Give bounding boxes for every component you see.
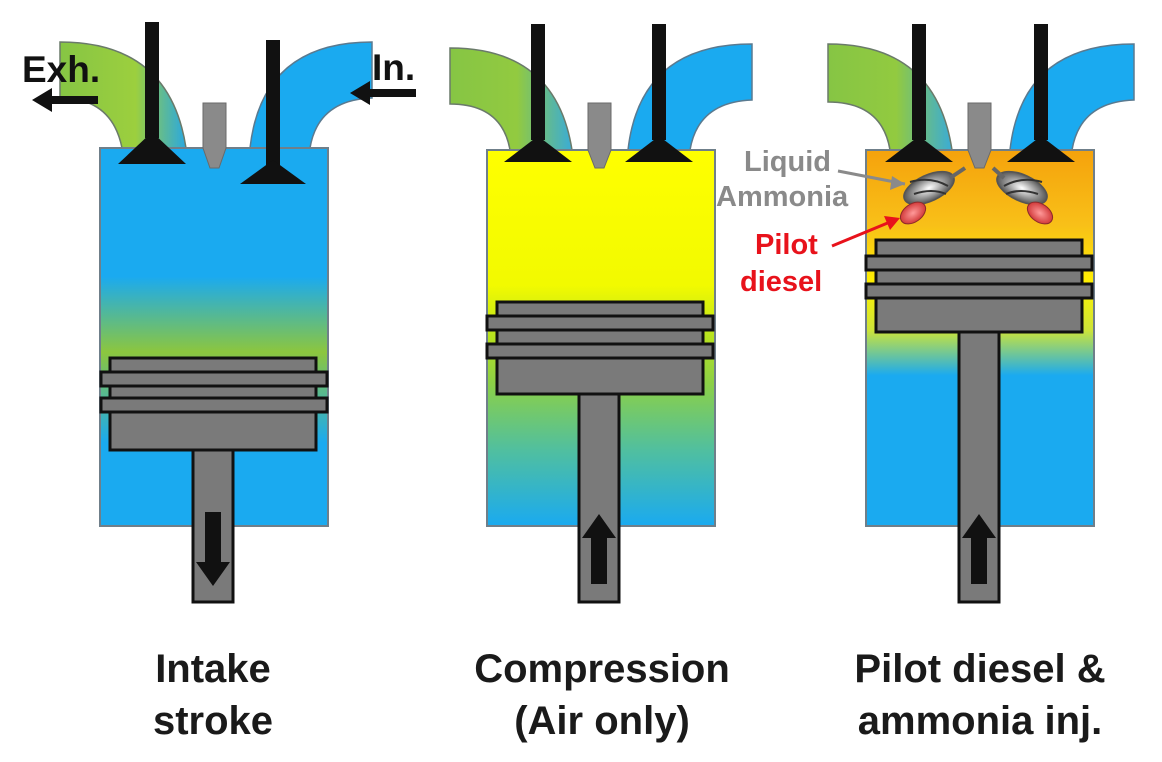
rod-arrow-up-icon <box>962 514 996 584</box>
rod-arrow-up-icon <box>582 514 616 584</box>
injector-nozzle <box>587 102 612 169</box>
panel-injection: Liquid Ammonia Pilot diesel <box>716 24 1135 604</box>
intake-valve-stem <box>266 40 280 168</box>
ammonia-spray-right <box>991 166 1054 225</box>
panel-intake: Exh. In. <box>22 22 416 604</box>
caption-compression-line2: (Air only) <box>514 699 690 743</box>
panel-compression <box>449 24 753 604</box>
ammonia-spray-left <box>899 166 967 225</box>
exhaust-valve-head <box>885 136 953 162</box>
piston <box>99 356 329 452</box>
label-intake: In. <box>372 47 415 88</box>
label-pilot-diesel-line1: Pilot <box>755 229 818 261</box>
injector-nozzle <box>202 102 227 169</box>
exhaust-valve-stem <box>531 24 545 140</box>
exhaust-valve-stem <box>145 22 159 138</box>
piston <box>864 238 1094 334</box>
caption-injection-line1: Pilot diesel & <box>854 647 1105 691</box>
intake-port <box>249 41 373 149</box>
exhaust-valve-head <box>118 132 186 164</box>
intake-valve-head <box>1007 136 1075 162</box>
caption-injection-line2: ammonia inj. <box>858 699 1103 743</box>
caption-compression-line1: Compression <box>474 647 730 691</box>
pilot-diesel-pointer-arrow-icon <box>831 220 891 248</box>
injector-nozzle <box>967 102 992 169</box>
intake-valve-head <box>625 136 693 162</box>
intake-port <box>627 43 753 151</box>
caption-intake-line2: stroke <box>153 699 273 743</box>
intake-arrow-icon <box>350 81 416 105</box>
label-exhaust: Exh. <box>22 49 100 90</box>
label-liquid-ammonia-line2: Ammonia <box>716 181 849 213</box>
intake-valve-head <box>240 160 306 184</box>
exhaust-port <box>827 43 953 151</box>
piston <box>485 300 715 396</box>
label-pilot-diesel-line2: diesel <box>740 266 822 298</box>
intake-valve-stem <box>652 24 666 140</box>
exhaust-arrow-icon <box>32 88 98 112</box>
rod-arrow-down-icon <box>196 512 230 586</box>
exhaust-valve-head <box>504 136 572 162</box>
exhaust-valve-stem <box>912 24 926 140</box>
pilot-diesel-pointer-arrowhead <box>884 216 900 230</box>
caption-intake-line1: Intake <box>155 647 271 691</box>
label-liquid-ammonia-line1: Liquid <box>744 146 831 178</box>
intake-port <box>1009 43 1135 151</box>
captions: Intake stroke Compression (Air only) Pil… <box>153 647 1106 743</box>
ammonia-pointer-arrowhead <box>890 176 905 190</box>
intake-valve-stem <box>1034 24 1048 140</box>
exhaust-port <box>449 47 573 151</box>
